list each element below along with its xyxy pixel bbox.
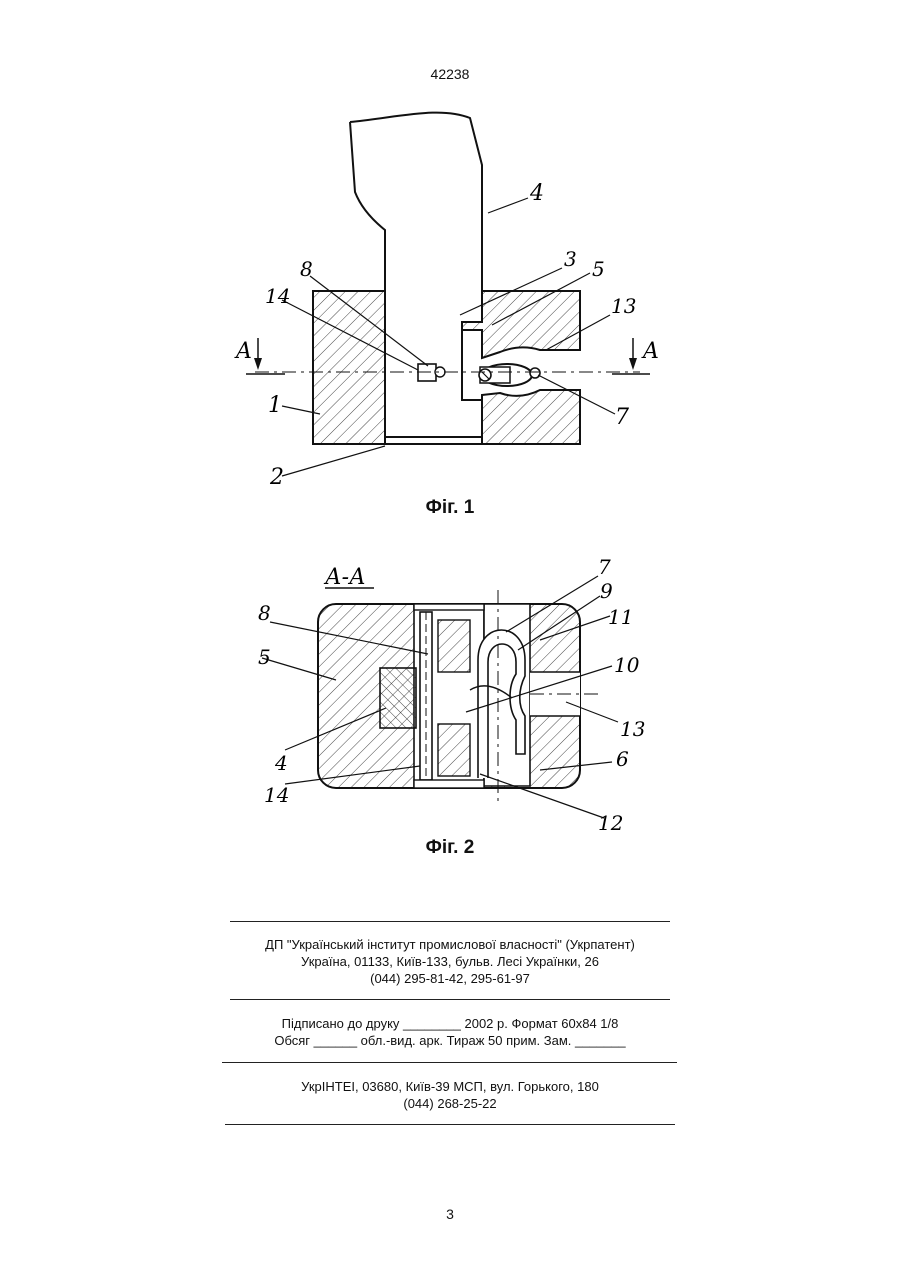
part-4-handle bbox=[350, 113, 482, 291]
print-line-2: Обсяг ______ обл.-вид. арк. Тираж 50 при… bbox=[0, 1033, 900, 1049]
label-8: 8 bbox=[258, 601, 271, 625]
label-13: 13 bbox=[611, 294, 636, 318]
figure-2-drawing: А-А 8 5 4 14 7 9 11 10 13 6 12 bbox=[0, 540, 900, 840]
publisher-line-1: ДП "Український інститут промислової вла… bbox=[0, 937, 900, 953]
part-5-right-block-upper bbox=[462, 291, 580, 358]
figure-2-caption: Фіг. 2 bbox=[0, 837, 900, 859]
label-4: 4 bbox=[274, 751, 288, 775]
part-4-insert bbox=[380, 668, 416, 728]
label-13: 13 bbox=[620, 717, 645, 741]
publisher-line-3: (044) 295-81-42, 295-61-97 bbox=[0, 971, 900, 987]
section-mark-left: A bbox=[234, 339, 252, 364]
print-line-1: Підписано до друку ________ 2002 р. Форм… bbox=[0, 1016, 900, 1032]
label-1: 1 bbox=[268, 393, 282, 418]
label-6: 6 bbox=[616, 747, 629, 771]
label-5: 5 bbox=[258, 645, 271, 669]
label-9: 9 bbox=[600, 579, 613, 603]
part-1-left-block bbox=[313, 291, 385, 444]
label-14: 14 bbox=[265, 284, 290, 308]
label-10: 10 bbox=[614, 653, 640, 677]
section-title: А-А bbox=[323, 565, 366, 590]
printer-line-1: УкрІНТЕІ, 03680, Київ-39 МСП, вул. Горьк… bbox=[0, 1079, 900, 1095]
section-mark-right: A bbox=[641, 339, 659, 364]
imprint-rule-1 bbox=[230, 921, 670, 922]
page-number: 3 bbox=[0, 1206, 900, 1222]
part-5-right-block-lower bbox=[482, 390, 580, 444]
label-8: 8 bbox=[300, 257, 313, 281]
label-11: 11 bbox=[608, 605, 633, 629]
part-2-bottom-plate bbox=[385, 437, 482, 444]
label-4: 4 bbox=[529, 181, 544, 206]
publisher-line-2: Україна, 01133, Київ-133, бульв. Лесі Ук… bbox=[0, 954, 900, 970]
imprint-rule-3 bbox=[222, 1062, 677, 1063]
imprint-rule-4 bbox=[225, 1124, 675, 1125]
imprint-rule-2 bbox=[230, 999, 670, 1000]
printer-line-2: (044) 268-25-22 bbox=[0, 1096, 900, 1112]
label-5: 5 bbox=[592, 257, 605, 281]
label-7: 7 bbox=[615, 405, 629, 430]
label-2: 2 bbox=[269, 465, 284, 490]
figure-1-drawing: A A 4 3 5 13 7 8 14 1 2 bbox=[0, 0, 900, 500]
label-14: 14 bbox=[264, 783, 289, 807]
label-3: 3 bbox=[564, 247, 577, 271]
figure-1-caption: Фіг. 1 bbox=[0, 497, 900, 519]
label-7: 7 bbox=[598, 555, 611, 579]
label-12: 12 bbox=[598, 811, 623, 835]
